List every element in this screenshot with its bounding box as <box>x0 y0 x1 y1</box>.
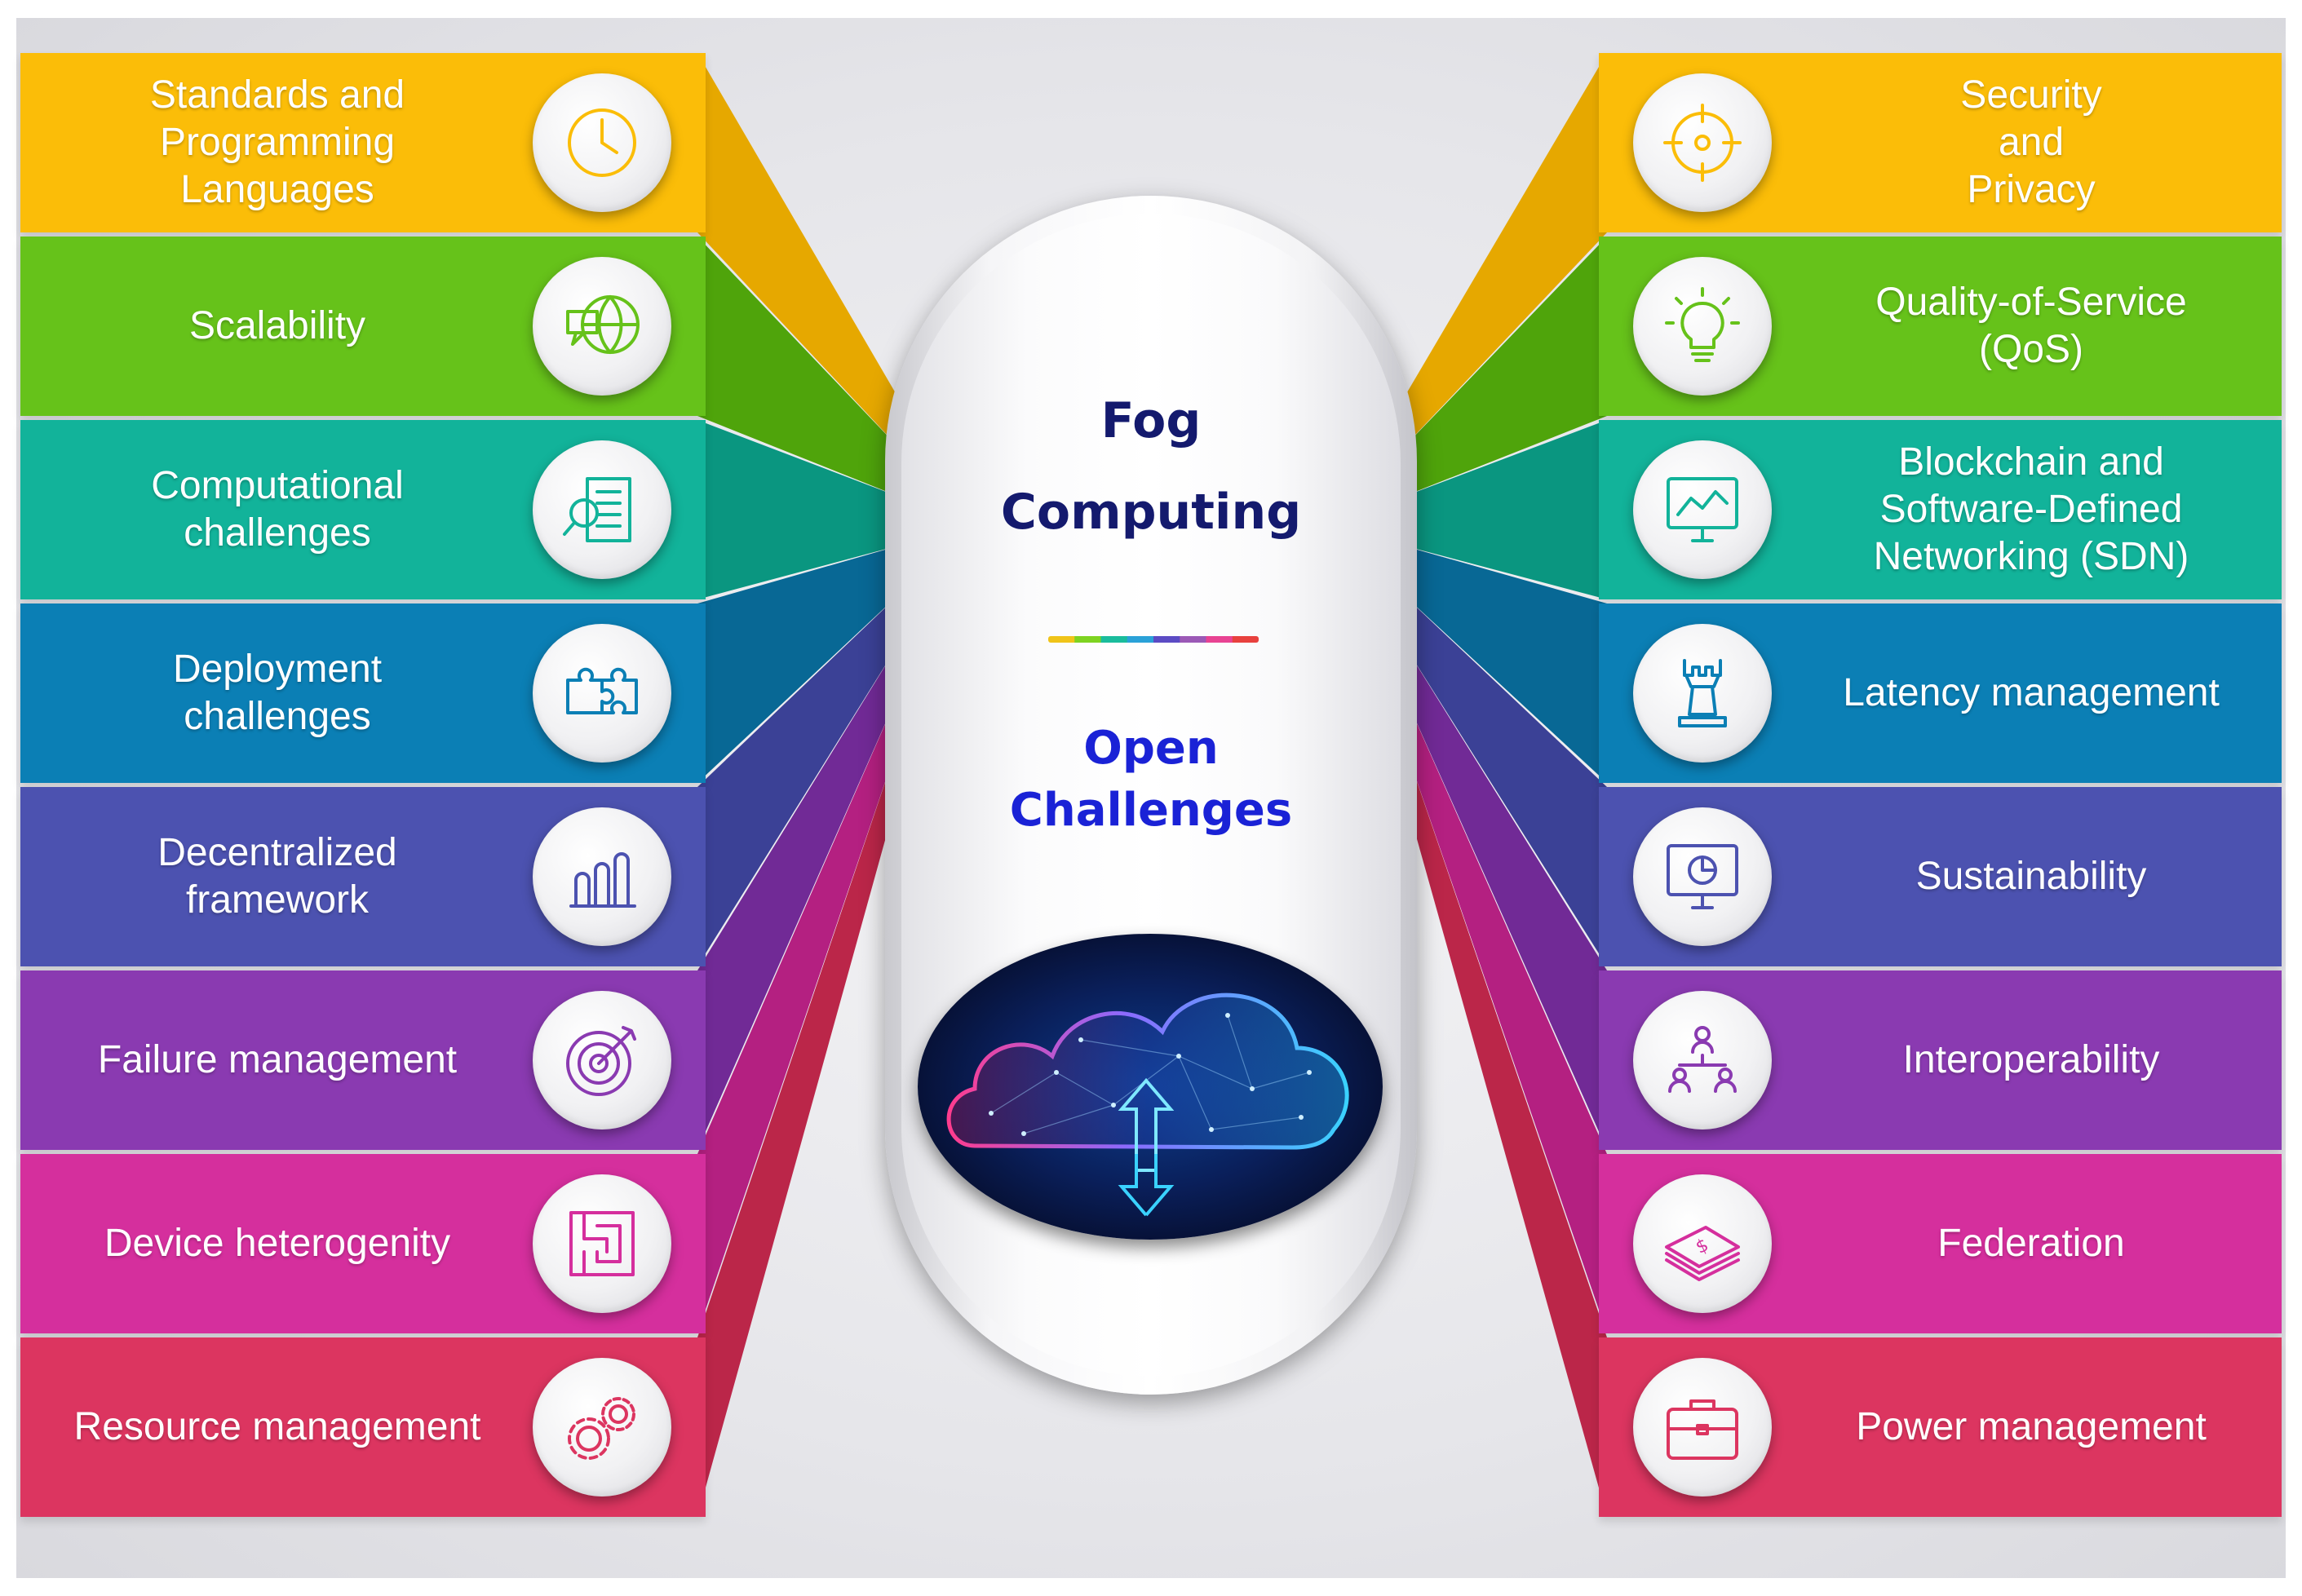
left-connector-ribbon <box>697 620 914 1150</box>
left-challenge-band: Decentralized framework <box>20 787 706 966</box>
right-challenge-band: Interoperability <box>1599 970 2282 1150</box>
divider-segment <box>1100 636 1128 643</box>
icon-badge <box>533 1358 671 1497</box>
challenge-label: Security and Privacy <box>1960 73 2102 211</box>
divider-segment <box>1127 636 1154 643</box>
right-connector-ribbon <box>1388 542 1607 783</box>
money-stack-icon: $ <box>1665 1226 1740 1281</box>
divider-segment <box>1180 636 1206 643</box>
challenge-label: Quality-of-Service (QoS) <box>1875 281 2187 371</box>
divider-segment <box>1074 636 1101 643</box>
icon-badge: $ <box>1633 1174 1772 1313</box>
icon-badge <box>1633 807 1772 946</box>
monitor-pie-icon <box>1667 844 1738 909</box>
right-challenge-band: Sustainability <box>1599 787 2282 966</box>
challenge-label: Blockchain and Software-Defined Networki… <box>1873 440 2189 578</box>
left-connector-ribbon <box>697 237 914 502</box>
right-connector-ribbon <box>1388 237 1607 502</box>
bar-chart-icon <box>569 852 636 908</box>
crosshair-icon <box>1663 104 1742 182</box>
briefcase-icon <box>1667 1399 1738 1460</box>
icon-badge <box>1633 1358 1772 1497</box>
challenge-label: Standards and Programming Languages <box>149 73 405 211</box>
left-connector-ribbon <box>697 581 914 966</box>
left-challenge-band: Deployment challenges <box>20 603 706 783</box>
icon-badge <box>1633 991 1772 1130</box>
globe-chat-icon <box>566 295 640 354</box>
challenge-label: Failure management <box>97 1038 458 1081</box>
icon-badge <box>533 257 671 396</box>
right-connector-ribbon <box>1388 620 1607 1150</box>
icon-badge <box>1633 73 1772 212</box>
right-challenge-band: Latency management <box>1599 603 2282 783</box>
target-icon <box>566 1026 636 1096</box>
divider-segment <box>1232 636 1259 643</box>
cloud-image <box>918 934 1383 1240</box>
right-challenge-band: Security and Privacy <box>1599 53 2282 232</box>
icon-badge <box>533 73 671 212</box>
right-challenge-band: Federation $ <box>1599 1154 2282 1333</box>
icon-badge <box>533 991 671 1130</box>
center-divider <box>1048 636 1259 643</box>
icon-badge <box>533 440 671 579</box>
challenge-label: Deployment challenges <box>172 648 383 738</box>
chess-rook-icon <box>1678 659 1727 727</box>
challenge-label: Scalability <box>188 304 366 347</box>
puzzle-icon <box>566 667 638 714</box>
left-connector-ribbon <box>697 698 914 1517</box>
left-challenge-band: Failure management <box>20 970 706 1150</box>
right-connector-ribbon <box>1388 420 1607 599</box>
divider-segment <box>1048 636 1075 643</box>
left-connector-ribbon <box>697 542 914 783</box>
challenge-label: Federation <box>1937 1222 2125 1265</box>
document-search-icon <box>563 477 631 542</box>
icon-badge <box>1633 257 1772 396</box>
right-connector-ribbon <box>1388 659 1607 1333</box>
challenge-label: Interoperability <box>1902 1038 2160 1081</box>
divider-segment <box>1206 636 1233 643</box>
left-challenge-band: Resource management <box>20 1337 706 1517</box>
right-challenge-band: Quality-of-Service (QoS) <box>1599 237 2282 416</box>
icon-badge <box>1633 624 1772 763</box>
icon-badge <box>533 807 671 946</box>
challenge-label: Decentralized framework <box>157 831 397 922</box>
gears-icon <box>568 1397 635 1460</box>
challenge-label: Sustainability <box>1915 855 2147 898</box>
center-subtitle: Open Challenges <box>1009 722 1293 837</box>
right-connector-ribbon <box>1388 581 1607 966</box>
right-challenge-band: Power management <box>1599 1337 2282 1517</box>
svg-text:$: $ <box>1693 1235 1712 1258</box>
lightbulb-icon <box>1665 287 1740 362</box>
left-connector-ribbon <box>697 53 914 463</box>
left-challenge-band: Device heterogenity <box>20 1154 706 1333</box>
icon-badge <box>1633 440 1772 579</box>
divider-segment <box>1153 636 1180 643</box>
left-challenge-band: Computational challenges <box>20 420 706 599</box>
right-connector-ribbon <box>1388 53 1607 463</box>
left-connector-ribbon <box>697 659 914 1333</box>
clock-icon <box>568 108 636 177</box>
challenge-label: Device heterogenity <box>104 1222 451 1265</box>
center-title: Fog Computing <box>1000 392 1302 541</box>
icon-badge <box>533 624 671 763</box>
left-challenge-band: Scalability <box>20 237 706 416</box>
right-challenge-band: Blockchain and Software-Defined Networki… <box>1599 420 2282 599</box>
cloud-network-illustration <box>918 934 1383 1240</box>
challenge-label: Power management <box>1856 1405 2207 1448</box>
monitor-chart-icon <box>1667 477 1738 542</box>
org-people-icon <box>1668 1026 1737 1093</box>
challenge-label: Computational challenges <box>151 464 404 555</box>
maze-icon <box>569 1211 635 1276</box>
left-connector-ribbon <box>697 420 914 599</box>
challenge-label: Resource management <box>73 1405 481 1448</box>
left-challenge-band: Standards and Programming Languages <box>20 53 706 232</box>
icon-badge <box>533 1174 671 1313</box>
right-connector-ribbon <box>1388 698 1607 1517</box>
challenge-label: Latency management <box>1843 671 2220 714</box>
